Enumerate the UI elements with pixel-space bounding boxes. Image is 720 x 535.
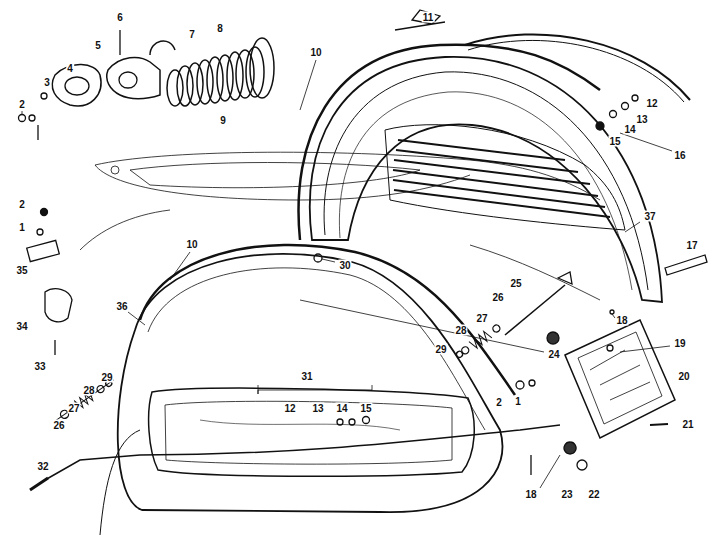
callout-number: 1 (514, 396, 522, 407)
callout-number: 10 (185, 239, 198, 250)
callout-number: 35 (15, 265, 28, 276)
callout-number: 28 (82, 385, 95, 396)
callout-number: 29 (100, 372, 113, 383)
callout-number: 7 (188, 29, 196, 40)
callout-number: 27 (67, 403, 80, 414)
callout-number: 14 (623, 124, 636, 135)
callout-number: 30 (338, 260, 351, 271)
callout-number: 32 (36, 461, 49, 472)
callout-number: 17 (685, 240, 698, 251)
callout-number: 28 (454, 325, 467, 336)
callout-number: 15 (359, 403, 372, 414)
callout-number: 37 (643, 211, 656, 222)
callout-number: 36 (115, 301, 128, 312)
callout-number: 8 (216, 23, 224, 34)
callout-number: 16 (673, 150, 686, 161)
callout-number: 29 (434, 344, 447, 355)
callout-number: 31 (300, 371, 313, 382)
callout-number: 26 (491, 292, 504, 303)
callout-number: 21 (681, 419, 694, 430)
callout-number: 18 (615, 315, 628, 326)
callout-number: 34 (15, 321, 28, 332)
callout-number: 3 (43, 77, 51, 88)
callout-number: 10 (309, 47, 322, 58)
callout-number: 4 (66, 63, 74, 74)
callout-number: 14 (335, 403, 348, 414)
callout-number: 2 (18, 199, 26, 210)
callout-number: 15 (608, 136, 621, 147)
callout-number: 22 (587, 489, 600, 500)
callout-number: 25 (509, 278, 522, 289)
callout-number: 13 (635, 114, 648, 125)
callout-number: 11 (422, 12, 435, 23)
callout-number: 2 (18, 99, 26, 110)
callout-number: 24 (547, 349, 560, 360)
callout-number: 20 (677, 371, 690, 382)
callout-number: 6 (116, 12, 124, 23)
callout-number: 2 (495, 397, 503, 408)
callout-number: 12 (283, 403, 296, 414)
callout-number: 1 (18, 222, 26, 233)
callout-number: 12 (645, 98, 658, 109)
callout-number: 18 (524, 489, 537, 500)
callout-number: 19 (673, 338, 686, 349)
callout-number: 23 (560, 489, 573, 500)
callout-number: 27 (475, 313, 488, 324)
callout-number: 5 (94, 40, 102, 51)
callout-number: 13 (311, 403, 324, 414)
callout-number: 9 (219, 115, 227, 126)
callout-number: 26 (52, 420, 65, 431)
callout-number: 33 (33, 361, 46, 372)
